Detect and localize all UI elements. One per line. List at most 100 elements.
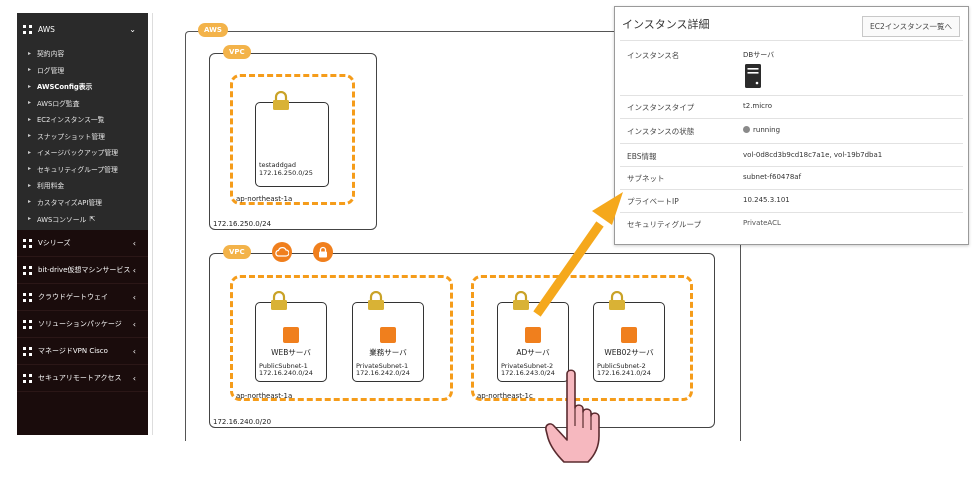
subnet-cidr: 172.16.242.0/24 xyxy=(356,369,410,377)
instance-state: running xyxy=(753,126,781,134)
lock-icon xyxy=(368,291,384,310)
detail-row: インスタンスタイプ t2.micro xyxy=(620,95,963,118)
bullet-arrow-icon: ▸ xyxy=(28,82,32,90)
detail-value: DBサーバ xyxy=(743,51,775,59)
chevron-left-icon: ‹ xyxy=(132,319,136,329)
vpc-cidr: 172.16.240.0/20 xyxy=(213,418,272,426)
sidebar-group-managed-vpn[interactable]: マネージドVPN Cisco ‹ xyxy=(17,338,148,365)
sidebar-item-label: セキュリティグループ管理 xyxy=(37,165,118,174)
aws-badge: AWS xyxy=(198,23,228,37)
ec2-instance-icon[interactable] xyxy=(283,327,299,343)
sidebar-group-label: Vシリーズ xyxy=(38,239,71,247)
lock-icon xyxy=(609,291,625,310)
vpc-badge: VPC xyxy=(223,45,251,59)
detail-value: running xyxy=(743,126,780,134)
status-dot-icon xyxy=(743,126,750,133)
sidebar-item-contract[interactable]: ▸契約内容 xyxy=(17,45,148,62)
sidebar-item-custom-api[interactable]: ▸カスタマイズAPI管理 xyxy=(17,194,148,211)
chevron-left-icon: ‹ xyxy=(132,238,136,248)
detail-key: インスタンスの状態 xyxy=(627,127,695,136)
bullet-arrow-icon: ▸ xyxy=(28,181,32,189)
subnet-cidr: 172.16.250.0/25 xyxy=(259,169,313,177)
az-label: ap-northeast-1a xyxy=(236,195,293,203)
detail-key: インスタンスタイプ xyxy=(627,103,695,112)
grid-icon xyxy=(23,346,32,356)
instance-detail-panel: インスタンス詳細 EC2インスタンス一覧へ インスタンス名 DBサーバ インスタ… xyxy=(614,6,969,245)
az-group xyxy=(230,74,355,205)
chevron-left-icon: ‹ xyxy=(132,346,136,356)
sidebar-item-security-group[interactable]: ▸セキュリティグループ管理 xyxy=(17,161,148,178)
ec2-instance-icon[interactable] xyxy=(621,327,637,343)
detail-row: インスタンス名 DBサーバ xyxy=(620,40,963,95)
instance-name: WEBサーバ xyxy=(271,348,311,357)
vpc-badge: VPC xyxy=(223,245,251,259)
az-label: ap-northeast-1c xyxy=(477,392,533,400)
detail-value: PrivateACL xyxy=(743,219,781,227)
sidebar-aws-submenu: ▸契約内容 ▸ログ管理 ▸AWSConfig表示 ▸AWSログ監査 ▸EC2イン… xyxy=(17,45,148,230)
detail-row: セキュリティグループ PrivateACL xyxy=(620,212,963,238)
sidebar-item-awslog-audit[interactable]: ▸ AWSログ監査 xyxy=(17,95,148,112)
vpn-gateway-lock-icon[interactable] xyxy=(313,242,333,262)
sidebar-group-bitdrive-vm[interactable]: bit-drive仮想マシンサービス ‹ xyxy=(17,257,148,284)
detail-row: インスタンスの状態 running xyxy=(620,118,963,143)
sidebar-item-label: ログ管理 xyxy=(37,66,65,75)
sidebar-item-snapshot[interactable]: ▸スナップショット管理 xyxy=(17,128,148,145)
internet-gateway-icon[interactable] xyxy=(272,242,292,262)
sidebar-group-v-series[interactable]: Vシリーズ ‹ xyxy=(17,230,148,257)
az-label: ap-northeast-1a xyxy=(236,392,293,400)
lock-icon xyxy=(513,291,529,310)
detail-value: subnet-f60478af xyxy=(743,173,802,181)
sidebar-group-secure-remote[interactable]: セキュアリモートアクセス ‹ xyxy=(17,365,148,392)
subnet-testaddgad[interactable] xyxy=(255,102,329,187)
sidebar-divider xyxy=(152,13,153,435)
ec2-instance-icon[interactable] xyxy=(525,327,541,343)
sidebar-group-aws[interactable]: AWS ⌄ xyxy=(17,13,148,45)
sidebar-group-label: AWS xyxy=(38,24,55,34)
sidebar-item-label: AWSConfig表示 xyxy=(37,83,93,92)
az-group-1a xyxy=(230,275,453,401)
ec2-list-button[interactable]: EC2インスタンス一覧へ xyxy=(862,16,960,37)
sidebar-item-label: AWSログ監査 xyxy=(37,99,80,108)
ec2-instance-icon[interactable] xyxy=(380,327,396,343)
detail-value: t2.micro xyxy=(743,102,773,110)
sidebar-item-log[interactable]: ▸ログ管理 xyxy=(17,62,148,79)
bullet-arrow-icon: ▸ xyxy=(28,99,32,107)
sidebar-group-solution-package[interactable]: ソリューションパッケージ ‹ xyxy=(17,311,148,338)
grid-icon xyxy=(23,238,32,248)
sidebar-item-billing[interactable]: ▸利用料金 xyxy=(17,177,148,194)
grid-icon xyxy=(23,319,32,329)
bullet-arrow-icon: ▸ xyxy=(28,148,32,156)
subnet-name: PrivateSubnet-1 xyxy=(356,362,409,370)
grid-icon xyxy=(23,292,32,302)
panel-title: インスタンス詳細 xyxy=(622,18,710,31)
bullet-arrow-icon: ▸ xyxy=(28,115,32,123)
sidebar-group-cloud-gateway[interactable]: クラウドゲートウェイ ‹ xyxy=(17,284,148,311)
detail-value: vol-0d8cd3b9cd18c7a1e, vol-19b7dba1 xyxy=(743,151,883,159)
sidebar-item-ec2-list[interactable]: ▸ EC2インスタンス一覧 xyxy=(17,111,148,128)
chevron-down-icon: ⌄ xyxy=(129,24,136,34)
sidebar: AWS ⌄ ▸契約内容 ▸ログ管理 ▸AWSConfig表示 ▸AWSログ監査 … xyxy=(17,13,148,435)
sidebar-group-label: マネージドVPN Cisco xyxy=(38,347,108,355)
sidebar-item-label: イメージバックアップ管理 xyxy=(37,149,119,158)
subnet-name: PublicSubnet-2 xyxy=(597,362,646,370)
sidebar-item-aws-console[interactable]: ▸AWSコンソール⇱ xyxy=(17,210,148,230)
sidebar-group-label: セキュアリモートアクセス xyxy=(38,374,122,382)
chevron-left-icon: ‹ xyxy=(132,292,136,302)
subnet-name: PublicSubnet-1 xyxy=(259,362,308,370)
detail-row: プライベートIP 10.245.3.101 xyxy=(620,189,963,212)
vpc-cidr: 172.16.250.0/24 xyxy=(213,220,272,228)
instance-name: ADサーバ xyxy=(516,348,550,357)
external-link-icon: ⇱ xyxy=(89,214,96,223)
sidebar-group-label: ソリューションパッケージ xyxy=(38,320,122,328)
instance-name: 業務サーバ xyxy=(369,348,407,357)
sidebar-item-label: AWSコンソール xyxy=(37,215,87,224)
hand-pointer-icon xyxy=(545,369,600,463)
sidebar-item-image-backup[interactable]: ▸ イメージバックアップ管理 xyxy=(17,144,148,161)
subnet-cidr: 172.16.240.0/24 xyxy=(259,369,313,377)
grid-icon xyxy=(23,373,32,383)
sidebar-item-label: EC2インスタンス一覧 xyxy=(37,116,105,125)
subnet-name: testaddgad xyxy=(259,161,296,169)
sidebar-item-label: スナップショット管理 xyxy=(37,132,105,141)
sidebar-item-awsconfig[interactable]: ▸ AWSConfig表示 xyxy=(17,78,148,95)
